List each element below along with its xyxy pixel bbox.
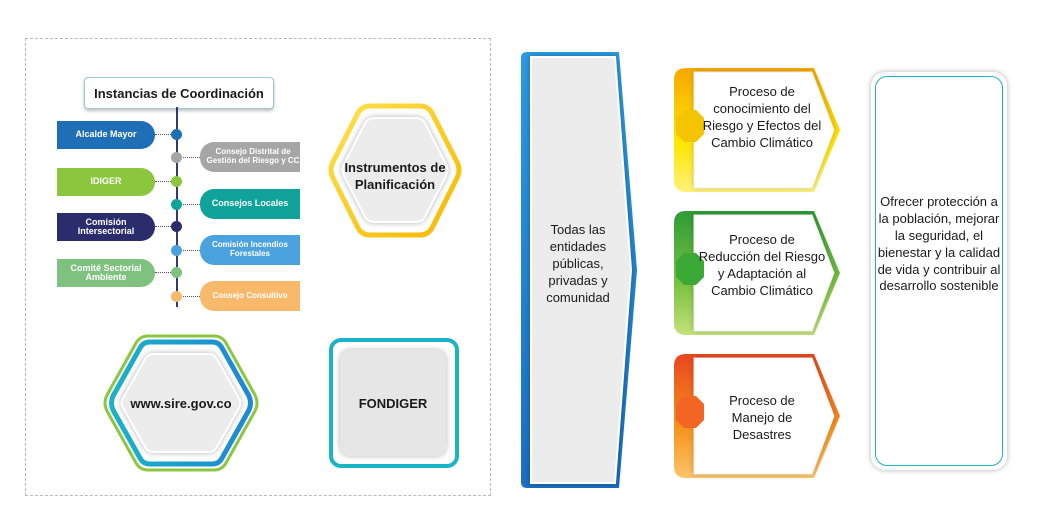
connector [183, 157, 200, 159]
coordination-title: Instancias de Coordinación [84, 77, 274, 109]
coordination-item-consejo-consultivo: Consejo Consultivo [200, 281, 300, 311]
coordination-item-incendios: Comisión Incendios Forestales [200, 235, 300, 265]
coordination-item-comision-intersectorial: Comisión Intersectorial [57, 213, 155, 241]
timeline-dot [171, 291, 182, 302]
timeline-dot [171, 152, 182, 163]
coordination-item-alcalde: Alcalde Mayor [57, 121, 155, 149]
timeline-dot [171, 221, 182, 232]
instruments-label: Instrumentos de Planificación [344, 160, 446, 192]
outcome-box [871, 72, 1007, 470]
process-knowledge-arrow [674, 68, 840, 192]
coordination-item-comite-ambiente: Comité Sectorial Ambiente [57, 259, 155, 287]
connector [183, 204, 200, 206]
instruments-hexagon [328, 103, 462, 238]
connector [155, 272, 173, 274]
outcome-label: Ofrecer protección a la población, mejor… [877, 194, 1001, 294]
coordination-panel [25, 38, 491, 496]
coordination-item-idiger: IDIGER [57, 168, 155, 196]
connector [155, 226, 173, 228]
connector [155, 134, 173, 136]
connector [155, 181, 173, 183]
actors-arrow [521, 52, 637, 488]
timeline-dot [171, 245, 182, 256]
timeline-dot [171, 199, 182, 210]
timeline-dot [171, 176, 182, 187]
timeline-dot [171, 129, 182, 140]
timeline-dot [171, 267, 182, 278]
outcome-border [875, 76, 1003, 466]
process-reduction-label: Proceso de Reducción del Riesgo y Adapta… [698, 232, 826, 298]
fund-box-frame [329, 338, 459, 468]
connector [183, 296, 200, 298]
website-label: www.sire.gov.co [130, 396, 232, 411]
fund-label: FONDIGER [358, 395, 428, 411]
actors-label: Todas las entidades públicas, privadas y… [546, 222, 610, 305]
coordination-item-consejos-locales: Consejos Locales [200, 189, 300, 219]
process-disaster-arrow [674, 354, 840, 478]
process-disaster-label: Proceso de Manejo de Desastres [729, 393, 795, 442]
process-knowledge-label: Proceso de conocimiento del Riesgo y Efe… [702, 84, 822, 150]
connector [183, 250, 200, 252]
coordination-item-consejo-distrital: Consejo Distrital de Gestión del Riesgo … [200, 142, 300, 172]
process-reduction-arrow [674, 211, 840, 335]
website-hexagon [103, 334, 259, 472]
fund-box [340, 350, 446, 456]
